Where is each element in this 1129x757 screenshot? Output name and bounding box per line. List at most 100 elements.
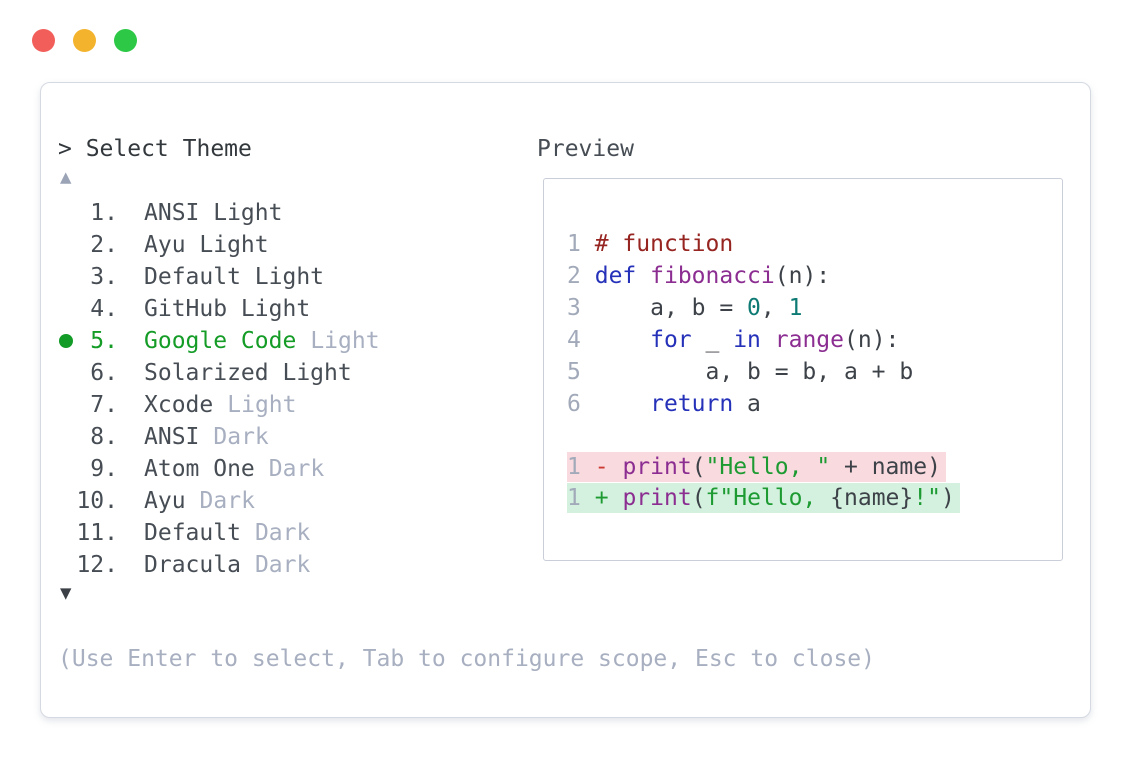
theme-option[interactable]: 8. ANSI Dark [58,421,380,453]
token-pl: a [733,391,761,417]
theme-option[interactable]: 2. Ayu Light [58,229,380,261]
token-kw: def [594,263,637,289]
code-line: 3 a, b = 0, 1 [544,292,1062,324]
token-pl: ) [940,485,955,511]
token-pl [581,231,595,257]
theme-name: Default Light [144,264,325,290]
token-ln: 1 [567,454,581,480]
theme-option[interactable]: 5. Google Code Light [58,325,380,357]
theme-name: Default [144,520,241,546]
code-line: 1 - print("Hello, " + name) [544,452,1062,483]
theme-number: 5. [90,328,118,354]
theme-variant: Dark [268,456,325,482]
theme-name: Dracula [144,552,241,578]
token-fn: fibonacci [650,263,775,289]
theme-name: ANSI [144,424,200,450]
theme-name: Atom One [144,456,255,482]
theme-variant: Light [310,328,380,354]
token-pl: + name) [830,454,941,480]
theme-number: 3. [90,264,118,290]
token-pl [581,485,595,511]
token-pl [581,454,595,480]
dialog-title: > Select Theme [58,136,252,162]
theme-option[interactable]: 11. Default Dark [58,517,380,549]
token-pl: , [760,295,789,321]
theme-option[interactable]: 1.ANSI Light [58,197,380,229]
token-ln: 6 [567,391,581,417]
theme-number: 6. [90,360,118,386]
token-pl [761,327,775,353]
code-line: 4 for _ in range(n): [544,324,1062,356]
token-pl: a, b = [580,295,748,321]
theme-variant: Dark [199,488,255,514]
theme-number: 4. [90,296,118,322]
theme-number: 8. [90,424,118,450]
theme-option[interactable]: 10. Ayu Dark [58,485,380,517]
theme-number: 11. [76,520,118,546]
theme-number: 2. [90,232,118,258]
token-pl: _ [691,327,734,353]
token-cm: # function [594,231,734,257]
theme-number: 12. [76,552,118,578]
theme-variant: Dark [254,552,311,578]
token-pl: a, b = b, a + b [580,359,914,385]
theme-name: Google Code [144,328,297,354]
theme-option[interactable]: 3. Default Light [58,261,380,293]
token-ln: 3 [567,295,581,321]
token-st: f"Hello, [705,485,831,511]
token-del: - [594,454,609,480]
theme-variant: Dark [254,520,311,546]
token-kw: in [733,327,761,353]
scroll-up-icon[interactable]: ▲ [60,166,72,188]
token-pl [581,391,650,417]
theme-name: Xcode [144,392,214,418]
theme-name: Ayu [144,488,186,514]
theme-name: Ayu Light [144,232,269,258]
scroll-down-icon[interactable]: ▼ [60,582,72,604]
token-fn: print [622,485,692,511]
token-pl: {name} [830,485,914,511]
theme-option[interactable]: 6. Solarized Light [58,357,380,389]
token-fn: print [622,454,692,480]
token-kw: return [650,391,734,417]
theme-option[interactable]: 12. Dracula Dark [58,549,380,581]
theme-variant: Dark [213,424,269,450]
theme-number: 1. [90,200,118,226]
code-line: 6 return a [544,388,1062,420]
theme-option[interactable]: 7. Xcode Light [58,389,380,421]
code-line: 2 def fibonacci(n): [544,260,1062,292]
theme-variant: Light [227,392,297,418]
token-pl [609,485,623,511]
minimize-button[interactable] [73,29,96,52]
window-controls [32,29,137,52]
code-line: 1 + print(f"Hello, {name}!") [544,483,1062,514]
token-pl: ( [691,454,706,480]
token-kw: for [650,327,692,353]
token-st: "Hello, " [705,454,831,480]
token-ln: 1 [567,485,581,511]
code-line: 1 # function [544,228,1062,260]
theme-number: 10. [76,488,118,514]
token-st: !" [913,485,941,511]
token-pl [581,263,595,289]
token-ln: 2 [567,263,581,289]
help-hint: (Use Enter to select, Tab to configure s… [58,646,875,672]
selected-dot-icon [59,334,73,348]
token-pl [636,263,650,289]
token-ln: 5 [567,359,581,385]
close-button[interactable] [32,29,55,52]
token-ln: 1 [567,231,581,257]
zoom-button[interactable] [114,29,137,52]
theme-option[interactable]: 4.GitHub Light [58,293,380,325]
theme-name: Solarized Light [144,360,352,386]
token-add: + [594,485,609,511]
diff-added-line: 1 + print(f"Hello, {name}!") [567,483,960,513]
token-fn: range [774,327,845,353]
token-nm: 1 [788,295,803,321]
theme-number: 7. [90,392,118,418]
